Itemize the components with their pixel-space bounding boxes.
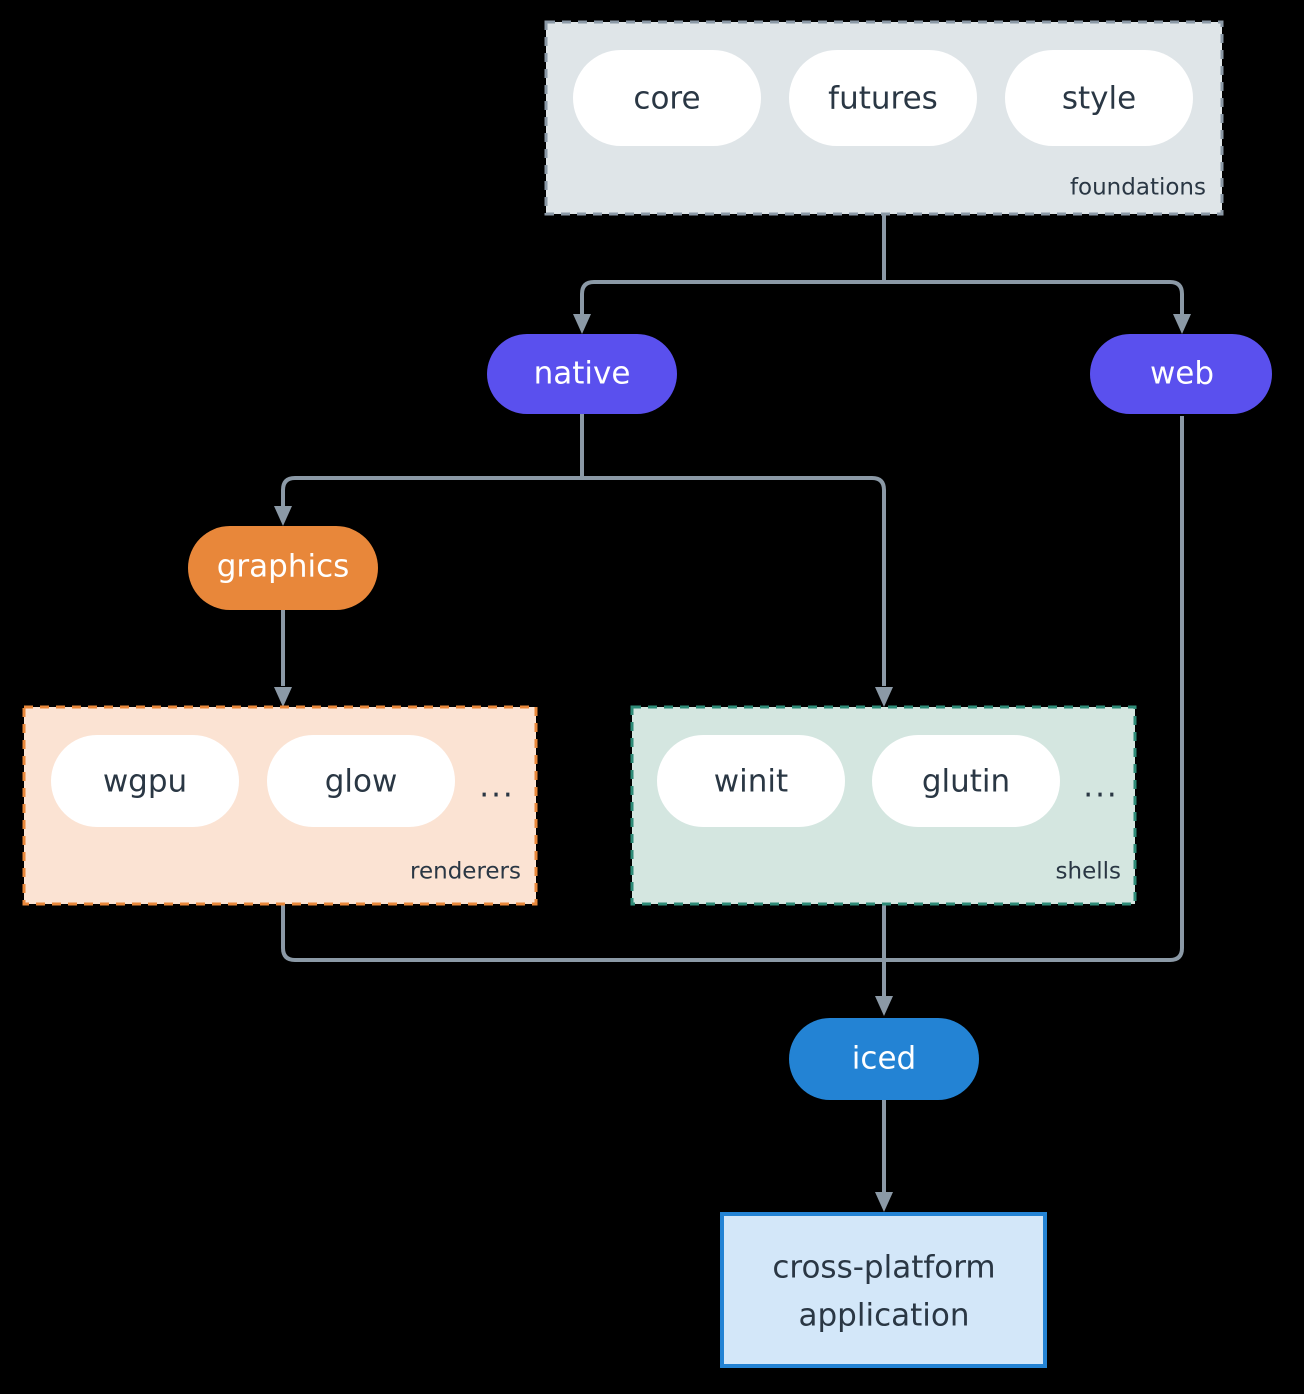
style-pill xyxy=(1005,50,1193,146)
web-pill xyxy=(1090,334,1272,414)
arrowhead-application xyxy=(875,1192,893,1212)
renderers-ellipsis: ... xyxy=(479,769,515,805)
wgpu-pill xyxy=(51,735,239,827)
native-label: native xyxy=(534,356,631,392)
iced-pill xyxy=(789,1018,979,1100)
shells-member-winit[interactable]: winit xyxy=(657,735,845,827)
edge-native-to-shells xyxy=(582,476,886,686)
native-pill xyxy=(487,334,677,414)
group-renderers[interactable]: wgpu glow ... renderers xyxy=(22,705,538,906)
futures-label: futures xyxy=(828,81,938,117)
renderers-member-wgpu[interactable]: wgpu xyxy=(51,735,239,827)
arrowhead-graphics xyxy=(274,506,292,526)
graphics-pill xyxy=(188,526,378,610)
edge-web-to-iced xyxy=(884,416,1184,962)
edge-foundations-to-native xyxy=(580,280,884,318)
futures-pill xyxy=(789,50,977,146)
arrowhead-shells xyxy=(875,687,893,707)
application-box xyxy=(720,1212,1047,1368)
foundations-member-futures[interactable]: futures xyxy=(789,50,977,146)
edge-foundations-to-web xyxy=(884,280,1184,318)
group-shells[interactable]: winit glutin ... shells xyxy=(630,705,1137,906)
renderers-caption: renderers xyxy=(410,859,521,885)
node-application[interactable]: cross-platform application xyxy=(720,1212,1047,1368)
node-graphics[interactable]: graphics xyxy=(188,526,378,610)
arrowhead-native xyxy=(573,314,591,334)
core-pill xyxy=(573,50,761,146)
node-iced[interactable]: iced xyxy=(789,1018,979,1100)
iced-label: iced xyxy=(852,1041,916,1077)
glow-label: glow xyxy=(325,764,398,800)
foundations-member-style[interactable]: style xyxy=(1005,50,1193,146)
winit-label: winit xyxy=(714,764,788,800)
arrowhead-iced xyxy=(875,996,893,1016)
arrowhead-web xyxy=(1173,314,1191,334)
node-native[interactable]: native xyxy=(487,334,677,414)
renderers-member-glow[interactable]: glow xyxy=(267,735,455,827)
arrowhead-renderers xyxy=(274,687,292,707)
shells-member-glutin[interactable]: glutin xyxy=(872,735,1060,827)
application-label-line1: cross-platform xyxy=(772,1250,995,1286)
glutin-label: glutin xyxy=(922,764,1010,800)
group-foundations[interactable]: core futures style foundations xyxy=(544,20,1224,216)
shells-ellipsis: ... xyxy=(1083,769,1119,805)
glow-pill xyxy=(267,735,455,827)
foundations-caption: foundations xyxy=(1070,175,1206,201)
glutin-pill xyxy=(872,735,1060,827)
style-label: style xyxy=(1062,81,1136,117)
wgpu-label: wgpu xyxy=(103,764,187,800)
winit-pill xyxy=(657,735,845,827)
web-label: web xyxy=(1150,356,1214,392)
edge-layer xyxy=(274,214,1191,1212)
shells-caption: shells xyxy=(1056,859,1121,885)
foundations-member-core[interactable]: core xyxy=(573,50,761,146)
edge-native-to-graphics xyxy=(281,476,582,512)
application-label-line2: application xyxy=(799,1298,970,1334)
edge-renderers-to-iced xyxy=(281,904,884,962)
core-label: core xyxy=(633,81,700,117)
node-web[interactable]: web xyxy=(1090,334,1272,414)
graphics-label: graphics xyxy=(217,549,350,585)
